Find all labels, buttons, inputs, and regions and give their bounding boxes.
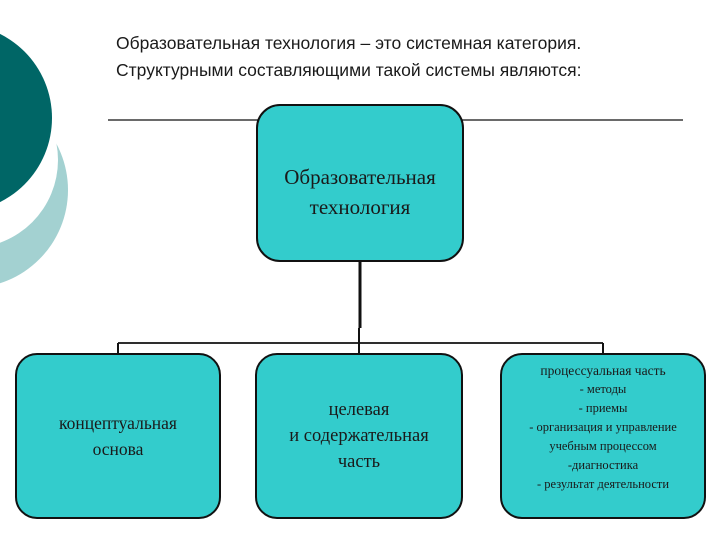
slide-title: Образовательная технология – это системн… [116,30,696,84]
procedural-part-box: процессуальная часть - методы - приемы -… [500,353,706,519]
dark-teal-circle [0,33,52,203]
box-label-line: основа [92,439,144,459]
root-node-box: Образовательная технология [256,104,464,262]
goal-content-box: целевая и содержательная часть [255,353,463,519]
box-label-line: - методы [579,382,627,396]
decorative-circles [0,33,68,284]
box-label-line: учебным процессом [549,439,657,453]
box-label-line: часть [337,452,381,472]
box-label-line: целевая [328,400,390,420]
box-label-line: - приемы [578,401,628,415]
box-label-line: процессуальная часть [540,363,666,378]
title-line-1: Образовательная технология – это системн… [116,33,582,53]
box-label-line: концептуальная [59,413,177,433]
white-ring [0,77,58,243]
box-label-line: -диагностика [567,458,639,472]
light-teal-circle [0,96,68,284]
title-line-2: Структурными составляющими такой системы… [116,60,582,80]
box-label-line: - результат деятельности [536,477,670,491]
root-node-label-line-1: Образовательная [284,165,436,189]
conceptual-basis-box: концептуальная основа [15,353,221,519]
box-label-line: и содержательная [289,426,429,446]
box-label-line: - организация и управление [529,420,677,434]
root-node-label-line-2: технология [309,195,411,219]
